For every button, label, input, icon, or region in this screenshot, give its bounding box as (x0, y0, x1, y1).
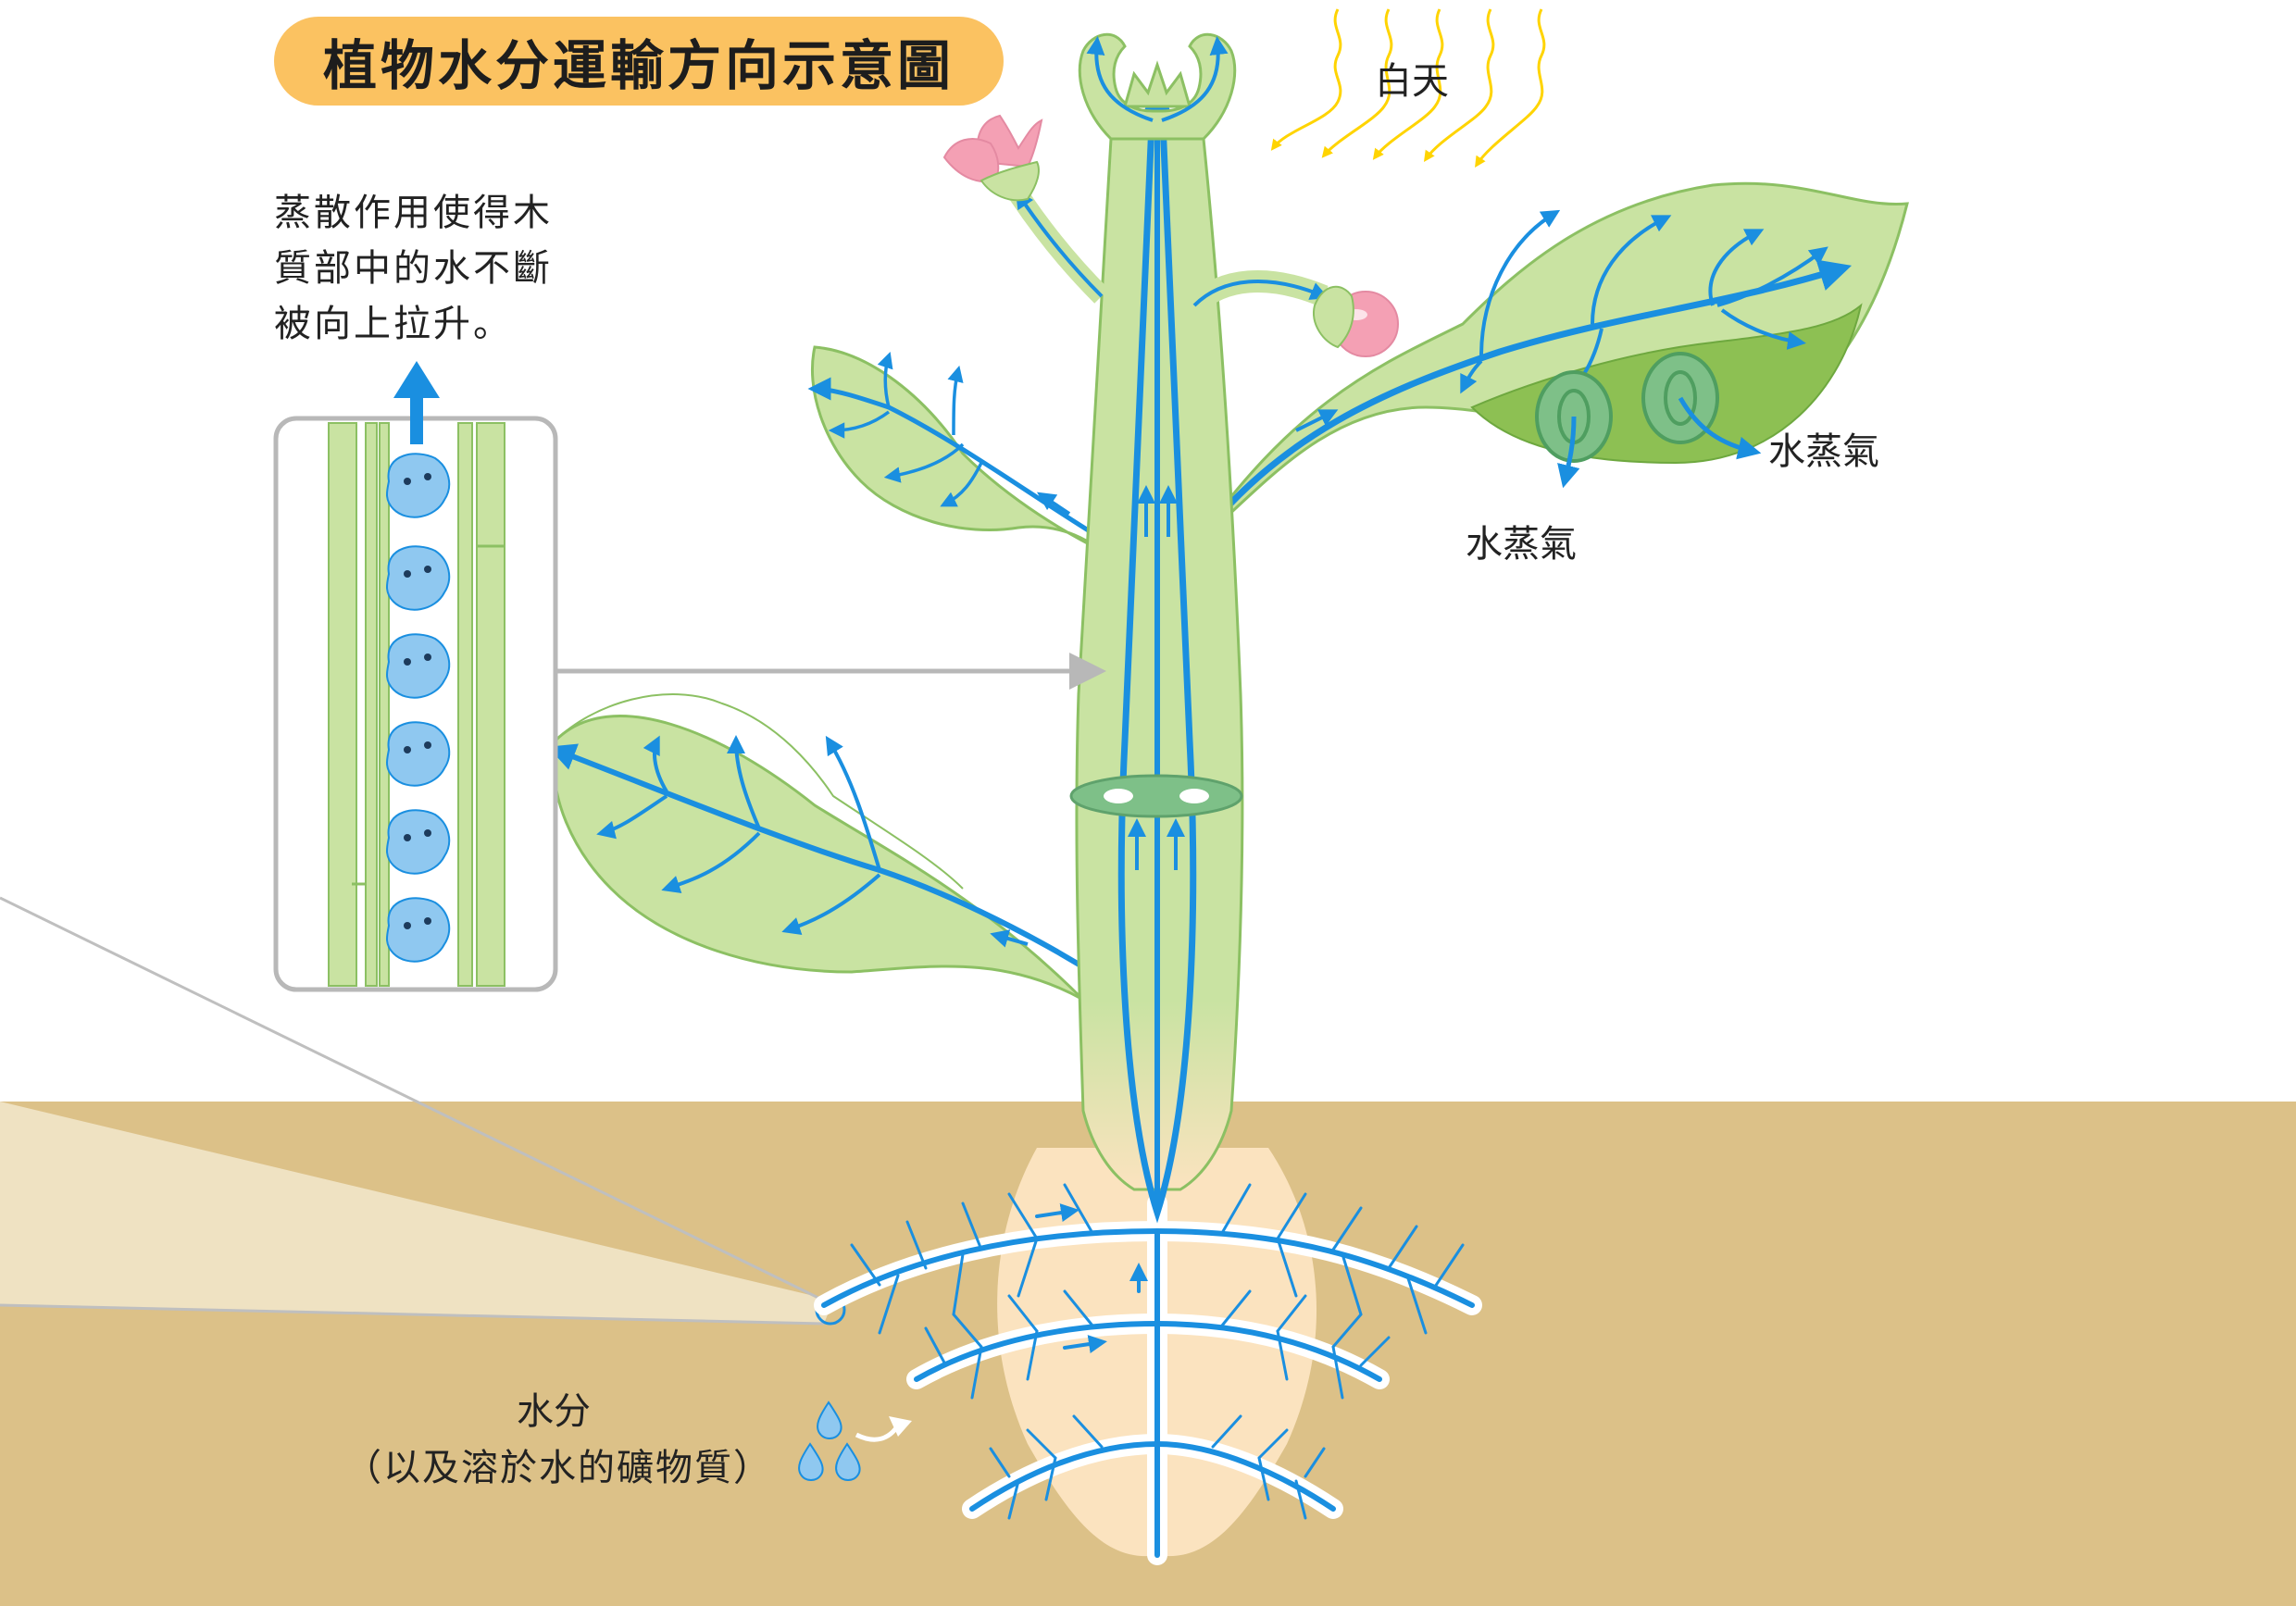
stoma-icon (1535, 352, 1762, 489)
magnifier-cone (0, 1102, 833, 1324)
magnifier-line-top (0, 896, 825, 1302)
water-label: 水分 (517, 1390, 591, 1433)
transpiration-note: 蒸散作用使得木質部中的水不斷被向上拉升。 (274, 192, 553, 345)
daytime-label: 白天 (1375, 60, 1449, 103)
magnifier-line-bottom (0, 1303, 825, 1326)
water-vapor-label-lower: 水蒸氣 (1466, 523, 1577, 566)
root-system (814, 1183, 1482, 1565)
stem (1069, 84, 1244, 1224)
water-molecule-icon (386, 453, 451, 963)
stem-cross-section (1069, 774, 1243, 818)
pink-flower-icon (942, 114, 1109, 304)
leaf-right (1192, 181, 1909, 549)
bud-icon (1186, 270, 1399, 357)
leaf-upper-left (807, 345, 1108, 553)
water-detail-label: （以及溶於水的礦物質） (344, 1447, 772, 1489)
leaf-lower-left (547, 693, 1108, 1002)
flower-icon (1078, 32, 1237, 141)
sun-ray-icon (1270, 8, 1546, 168)
page-title: 植物水分運輸方向示意圖 (274, 17, 1004, 106)
xylem-inset (273, 361, 1106, 992)
water-drop-icon (798, 1401, 861, 1481)
water-vapor-label-right: 水蒸氣 (1768, 430, 1879, 473)
